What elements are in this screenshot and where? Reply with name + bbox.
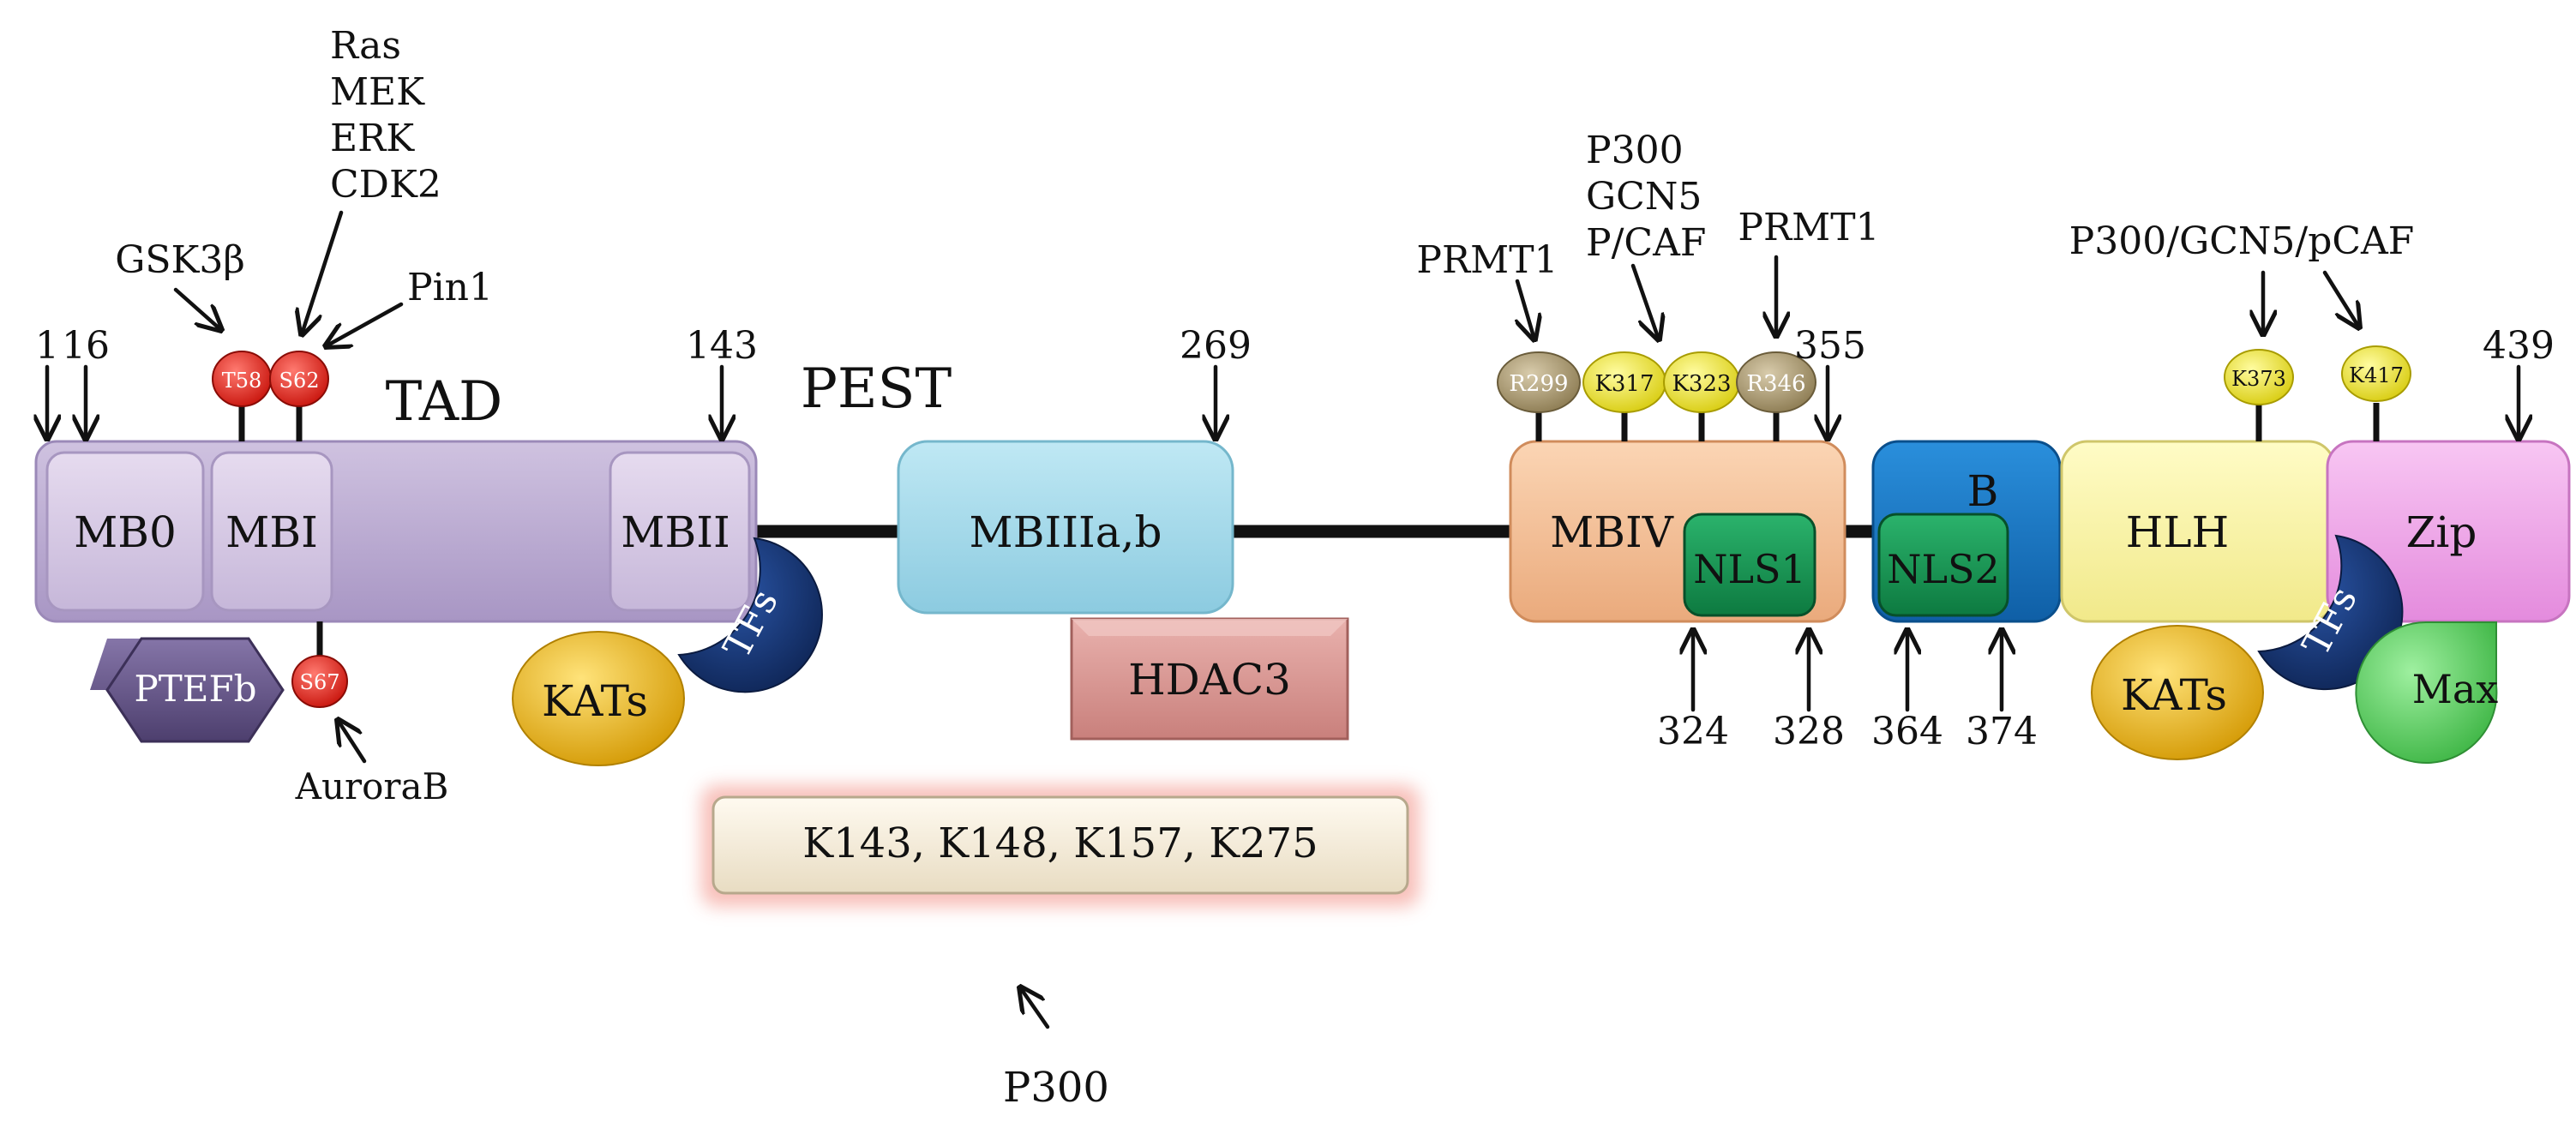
site-k373-circle (2224, 349, 2294, 405)
nls2-box (1877, 513, 2009, 617)
tfs-right-shape (2257, 534, 2404, 691)
site-r299-label: R299 (1509, 371, 1568, 397)
mek-label: MEK (330, 70, 425, 114)
p300-gcn5-pcaf-arrow (1630, 263, 1659, 339)
gcn5-label: GCN5 (1586, 175, 1702, 219)
mbi-label: MBI (225, 507, 318, 557)
mbii-box (609, 451, 751, 612)
mbii-label: MBII (621, 507, 730, 557)
position-328-label: 328 (1773, 710, 1845, 753)
mbiv-label: MBIV (1550, 507, 1674, 557)
site-k373-label: K373 (2231, 367, 2286, 391)
cdk2-label: CDK2 (330, 163, 441, 207)
gsk3b-arrow (173, 287, 221, 330)
site-s62-circle (269, 351, 329, 407)
position-143-label: 143 (686, 324, 758, 368)
aurorab-arrow (338, 720, 367, 764)
ptefb-hexagon-outline (105, 637, 285, 743)
ras-mek-erk-cdk2-arrow (302, 210, 344, 334)
gsk3b-label: GSK3β (115, 238, 245, 282)
p300-enzyme-arrow (1020, 987, 1050, 1029)
position-16-label: 16 (62, 324, 110, 368)
k417-arrow (2322, 270, 2359, 327)
site-k317-label: K317 (1594, 371, 1654, 397)
prmt1-left-label: PRMT1 (1416, 238, 1558, 282)
kats-right-ellipse (2091, 625, 2264, 760)
site-s62-label: S62 (279, 369, 320, 393)
prmt1-left-arrow (1517, 279, 1534, 339)
prmt1-right-label: PRMT1 (1738, 206, 1879, 249)
ptefb-label: PTEFb (135, 668, 257, 710)
site-r346-circle (1736, 351, 1816, 413)
position-374-label: 374 (1966, 710, 2038, 753)
acetylation-sites-box (712, 795, 1409, 895)
max-label: Max (2412, 666, 2499, 712)
mb0-box (45, 451, 205, 612)
p300-label: P300 (1586, 129, 1684, 172)
pin1-arrow (326, 302, 404, 346)
p300-gcn5-pcaf-label: P300/GCN5/pCAF (2069, 219, 2415, 263)
site-k323-label: K323 (1672, 371, 1731, 397)
position-439-label: 439 (2483, 324, 2555, 368)
kats-right-label: KATs (2121, 670, 2227, 720)
site-k417-circle (2341, 345, 2411, 402)
max-shape (2355, 621, 2498, 764)
position-1-label: 1 (35, 324, 59, 368)
kats-left-label: KATs (542, 676, 648, 726)
hdac3-bevel (1072, 619, 1348, 636)
pin1-label: Pin1 (407, 266, 493, 309)
p300-enzyme-label: P300 (1003, 1064, 1109, 1112)
site-t58-label: T58 (222, 369, 262, 393)
acetylation-sites-label: K143, K148, K157, K275 (802, 819, 1318, 867)
hdac3-label: HDAC3 (1128, 655, 1291, 705)
hlh-label: HLH (2126, 507, 2229, 557)
mb0-label: MB0 (74, 507, 177, 557)
position-364-label: 364 (1871, 710, 1943, 753)
b-region-label: B (1967, 466, 1999, 516)
tad-region-label: TAD (386, 370, 503, 434)
position-324-label: 324 (1657, 710, 1729, 753)
tfs-left-shape (677, 537, 823, 693)
erk-label: ERK (330, 117, 415, 160)
position-269-label: 269 (1180, 324, 1252, 368)
mbiii-label: MBIIIa,b (970, 507, 1162, 557)
nls1-label: NLS1 (1693, 546, 1806, 592)
site-k417-label: K417 (2349, 363, 2404, 387)
aurorab-label: AuroraB (295, 765, 449, 807)
kats-left-ellipse (512, 631, 685, 766)
nls1-box (1683, 513, 1816, 617)
ras-label: Ras (330, 24, 401, 68)
nls2-label: NLS2 (1887, 546, 2000, 592)
site-r299-circle (1497, 351, 1581, 413)
pcaf-label: P/CAF (1586, 221, 1706, 265)
site-s67-label: S67 (300, 670, 340, 694)
site-s67-circle (291, 655, 348, 708)
site-r346-label: R346 (1746, 371, 1805, 397)
mbi-box (210, 451, 333, 612)
position-355-label: 355 (1794, 324, 1866, 368)
mbiii-box (897, 440, 1234, 615)
zip-label: Zip (2406, 507, 2477, 557)
pest-region-label: PEST (801, 357, 952, 421)
